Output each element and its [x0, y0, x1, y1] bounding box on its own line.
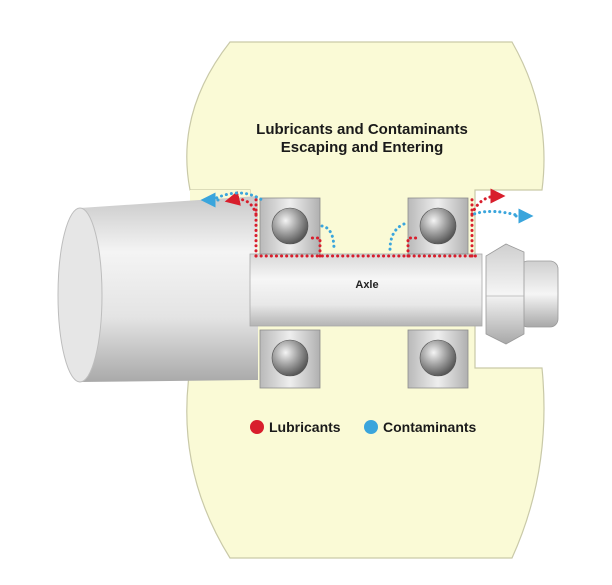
legend-lubricants-swatch	[250, 420, 264, 434]
bearing-top-right	[407, 197, 469, 255]
contaminant-flow	[200, 191, 534, 252]
axle-label: Axle	[355, 279, 378, 291]
ball	[419, 339, 457, 377]
legend-contaminants-swatch	[364, 420, 378, 434]
bearing-top-left	[259, 197, 321, 255]
lubricant-escape-right	[470, 188, 506, 216]
legend-lubricants-label: Lubricants	[269, 419, 341, 435]
ball	[271, 207, 309, 245]
diagram-title-line-2: Escaping and Entering	[281, 139, 444, 156]
contaminant-enter-left	[210, 191, 336, 252]
lubricant-right-ring	[406, 196, 474, 258]
ball	[419, 207, 457, 245]
bearing-bottom-left	[259, 329, 321, 389]
legend-contaminants-label: Contaminants	[383, 419, 477, 435]
lubricant-left-ring	[254, 196, 322, 258]
bearing-bottom-right	[407, 329, 469, 389]
shaft	[57, 196, 258, 383]
lubricant-flow	[224, 188, 506, 258]
lubricant-escape-left	[224, 191, 258, 216]
legend: Lubricants Contaminants	[250, 419, 477, 435]
axle	[249, 253, 483, 327]
axle-nut	[485, 243, 559, 345]
diagram-title-line-1: Lubricants and Contaminants	[256, 121, 468, 138]
ball	[271, 339, 309, 377]
